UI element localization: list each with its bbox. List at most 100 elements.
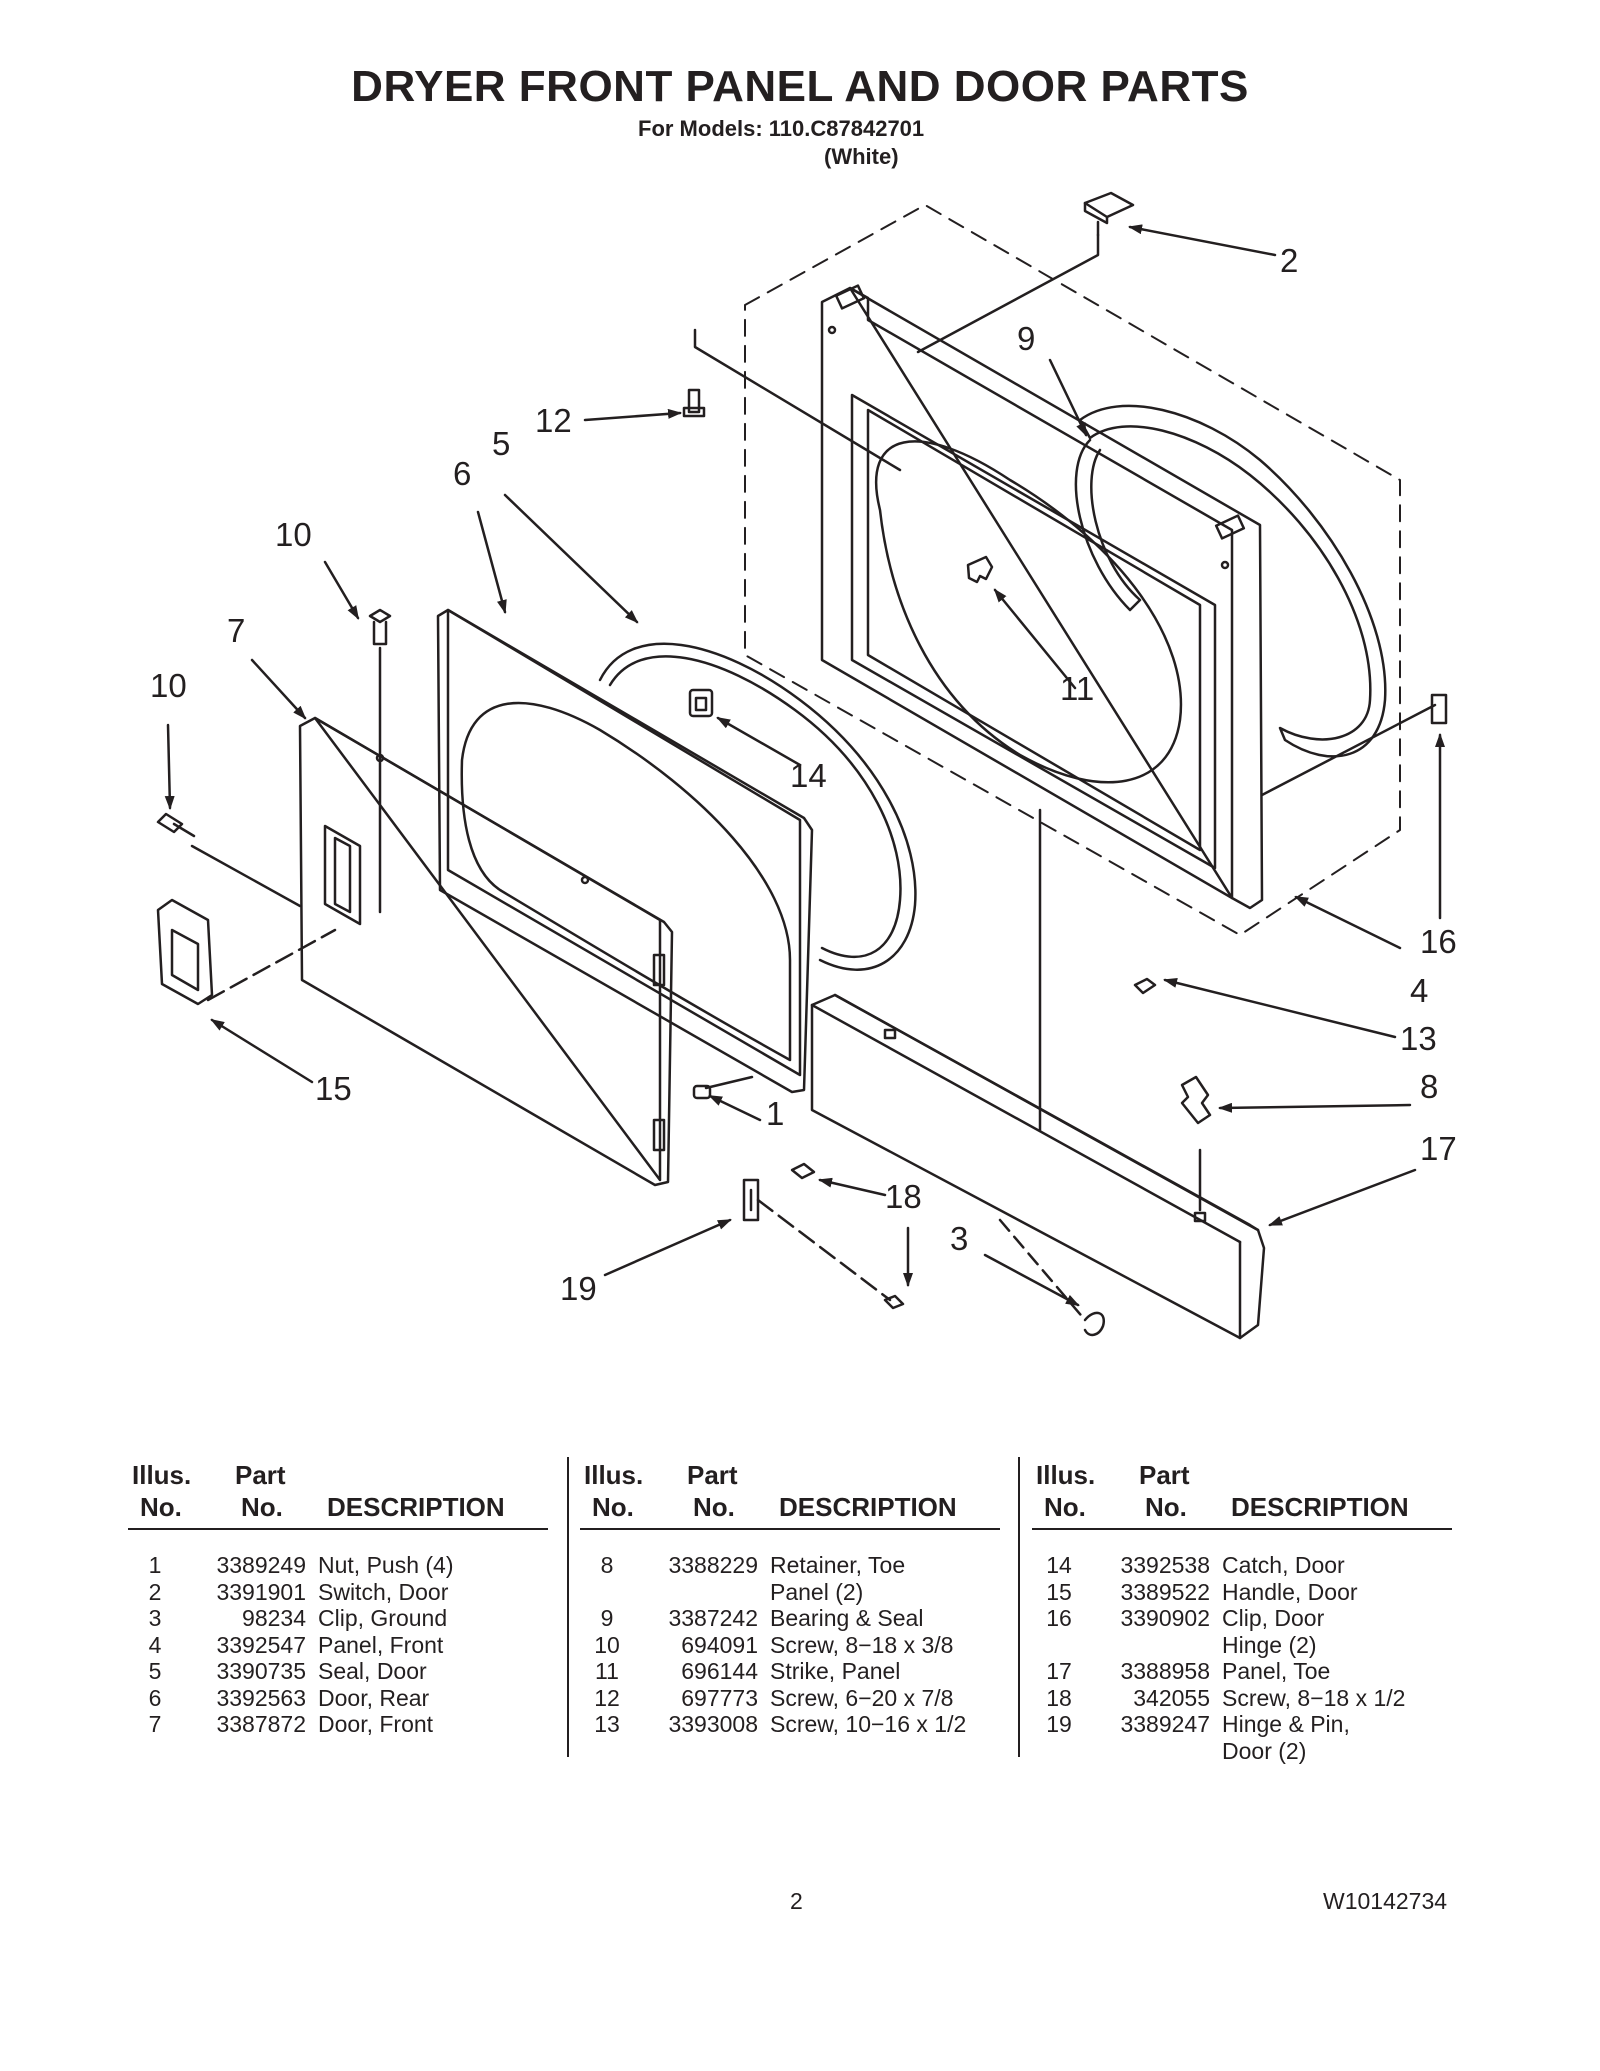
callout-9: 9 (1017, 320, 1035, 357)
part-description: Clip, Door (1222, 1605, 1325, 1631)
illus-no: 12 (594, 1684, 620, 1711)
table-row: Hinge (2) (1032, 1632, 1452, 1659)
part-no-header: No. (693, 1492, 735, 1522)
illus-no: 13 (594, 1711, 620, 1737)
screw-12-part (682, 388, 706, 418)
part-no: 696144 (681, 1658, 758, 1684)
callout-7: 7 (227, 612, 245, 649)
door-handle-part (156, 898, 214, 1006)
part-description: Catch, Door (1222, 1552, 1345, 1578)
part-description: Nut, Push (4) (318, 1552, 454, 1578)
part-description: Clip, Ground (318, 1605, 448, 1631)
callout-16: 16 (1420, 923, 1457, 960)
part-no: 3393008 (668, 1711, 758, 1737)
document-number: W10142734 (1323, 1888, 1448, 1914)
illus-no-header: No. (592, 1492, 634, 1522)
toe-panel-part (810, 993, 1266, 1340)
illus-no: 18 (1046, 1684, 1072, 1711)
callout-11: 11 (1060, 670, 1094, 707)
screw-18-lower-part (883, 1294, 905, 1310)
illus-no: 14 (1046, 1552, 1072, 1578)
part-no: 3391901 (216, 1578, 306, 1605)
part-description: Screw, 8−18 x 3/8 (770, 1631, 954, 1658)
table-row: 18 342055 Screw, 8−18 x 1/2 (1032, 1685, 1452, 1712)
part-description: Seal, Door (318, 1658, 427, 1684)
callout-17: 17 (1420, 1130, 1457, 1167)
part-header: Part (1139, 1460, 1190, 1490)
callout-6: 6 (453, 455, 471, 492)
callout-18: 18 (885, 1178, 922, 1215)
part-description: Switch, Door (318, 1578, 449, 1605)
part-no-header: No. (241, 1492, 283, 1522)
illus-no: 15 (1046, 1578, 1072, 1605)
part-description: Door, Rear (318, 1684, 430, 1711)
door-catch-part (688, 688, 714, 718)
part-no: 3392538 (1120, 1552, 1210, 1578)
part-no: 3387872 (216, 1711, 306, 1737)
part-description: Strike, Panel (770, 1658, 901, 1684)
part-no: 3392563 (216, 1684, 306, 1711)
part-no: 694091 (681, 1631, 758, 1658)
part-no: 697773 (681, 1684, 758, 1711)
callout-12: 12 (535, 402, 572, 439)
callout-10-top: 10 (275, 516, 312, 553)
rear-door-part (436, 608, 814, 1094)
callout-1: 1 (766, 1095, 784, 1132)
screw-18-part (790, 1162, 816, 1180)
door-hinge-clip-part (1430, 693, 1448, 725)
part-description: Door, Front (318, 1711, 434, 1737)
screw-10-left-part (156, 812, 196, 838)
callout-8: 8 (1420, 1068, 1438, 1105)
illus-no: 17 (1046, 1658, 1072, 1684)
callout-4: 4 (1410, 972, 1428, 1009)
illus-no-header: No. (140, 1492, 182, 1522)
callout-2: 2 (1280, 242, 1298, 279)
toe-retainer-part (1180, 1075, 1212, 1125)
part-description: Panel, Front (318, 1631, 444, 1658)
part-no: 342055 (1133, 1684, 1210, 1711)
illus-no-header: No. (1044, 1492, 1086, 1522)
part-description: Screw, 8−18 x 1/2 (1222, 1684, 1406, 1711)
part-description: Panel (2) (770, 1578, 864, 1605)
callout-10-left: 10 (150, 667, 187, 704)
illus-header: Illus. (132, 1460, 192, 1490)
illus-no: 16 (1046, 1605, 1072, 1631)
part-no: 3387242 (668, 1605, 758, 1631)
part-description: Bearing & Seal (770, 1605, 924, 1631)
callout-19: 19 (560, 1270, 597, 1307)
parts-table-header: Illus. No. Part No. DESCRIPTION (128, 1460, 548, 1530)
strike-part (966, 555, 994, 584)
table-row: Door (2) (1032, 1738, 1452, 1765)
part-no: 3388229 (668, 1552, 758, 1578)
illus-no: 5 (148, 1658, 162, 1684)
illus-header: Illus. (584, 1460, 644, 1490)
illus-no: 19 (1046, 1711, 1072, 1737)
exploded-parts-diagram: 1 2 3 4 5 6 7 8 9 10 10 11 12 13 14 15 1… (150, 191, 1457, 1340)
part-no: 3388958 (1120, 1658, 1210, 1684)
part-no: 3389249 (216, 1552, 306, 1578)
part-no-header: No. (1145, 1492, 1187, 1522)
callout-14: 14 (790, 757, 827, 794)
column-divider (567, 1457, 569, 1757)
callout-5: 5 (492, 425, 510, 462)
part-no: 3389247 (1120, 1711, 1210, 1737)
part-description: Hinge (2) (1222, 1631, 1317, 1658)
illus-no: 7 (148, 1711, 162, 1737)
description-header: DESCRIPTION (327, 1492, 505, 1522)
models-label: For Models: 110.C87842701 (638, 116, 925, 141)
